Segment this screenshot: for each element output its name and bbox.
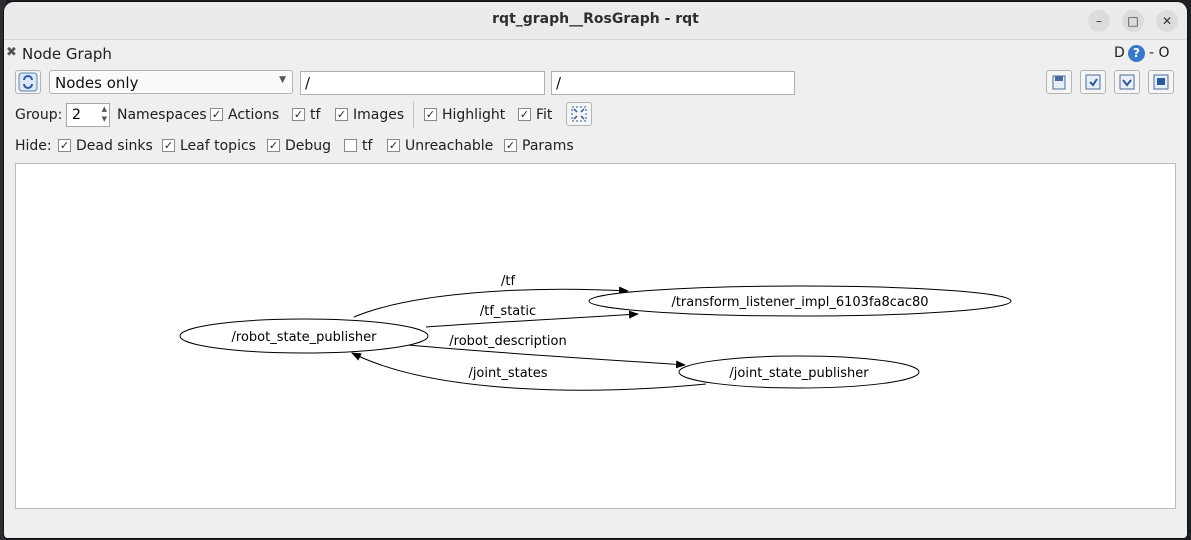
tf-checkbox[interactable]: ✓ <box>292 108 305 121</box>
edge-label-joint-states: /joint_states <box>468 366 547 381</box>
node-label-joint-state-publisher: /joint_state_publisher <box>729 366 869 381</box>
plugin-menu-buttons[interactable]: - O <box>1149 45 1170 61</box>
node-filter-value: / <box>305 74 311 92</box>
close-button[interactable]: ✕ <box>1156 10 1178 32</box>
unreachable-label: Unreachable <box>405 138 494 154</box>
images-label: Images <box>353 107 405 123</box>
node-robot-state-publisher[interactable] <box>179 318 429 354</box>
highlight-label: Highlight <box>442 107 506 123</box>
node-graph-panel: ✖ Node Graph D ? - O Nodes only ▼ / / <box>4 40 1187 538</box>
tf-label: tf <box>310 107 321 123</box>
params-label: Params <box>522 138 574 154</box>
fit-in-view-button[interactable] <box>566 102 592 126</box>
edge-tf-static[interactable] <box>425 310 639 328</box>
ros-graph: /tf /tf_static /robot_description /joint… <box>179 274 1012 391</box>
params-checkbox[interactable]: ✓ <box>504 139 517 152</box>
leaf-topics-label: Leaf topics <box>180 138 256 154</box>
refresh-icon <box>18 72 38 92</box>
node-transform-listener[interactable] <box>588 285 1012 317</box>
dead-sinks-checkbox[interactable]: ✓ <box>58 139 71 152</box>
edge-joint-states[interactable] <box>351 352 707 391</box>
hide-label: Hide: <box>15 138 52 154</box>
edge-label-tf-static: /tf_static <box>480 304 536 319</box>
graph-canvas[interactable]: /tf /tf_static /robot_description /joint… <box>15 163 1176 509</box>
actions-checkbox[interactable]: ✓ <box>210 108 223 121</box>
images-checkbox[interactable]: ✓ <box>335 108 348 121</box>
chevron-down-icon: ▼ <box>279 75 286 85</box>
save-svg-button[interactable] <box>1114 70 1140 94</box>
spin-up-icon[interactable]: ▲ <box>101 105 107 113</box>
status-bar <box>4 512 1187 538</box>
hide-tf-label: tf <box>362 138 373 154</box>
options-separator <box>413 101 414 128</box>
plugin-title: Node Graph <box>22 45 112 63</box>
open-file-icon <box>1052 75 1066 90</box>
node-label-robot-state-publisher: /robot_state_publisher <box>232 330 378 345</box>
hide-tf-checkbox[interactable] <box>344 139 357 152</box>
fit-label: Fit <box>536 107 553 123</box>
maximize-button[interactable]: □ <box>1122 10 1144 32</box>
fit-in-view-icon <box>571 106 587 122</box>
minimize-button[interactable]: – <box>1088 10 1110 32</box>
group-value: 2 <box>72 107 81 123</box>
save-svg-icon <box>1119 74 1135 90</box>
edge-robot-description[interactable] <box>407 344 686 369</box>
debug-label: Debug <box>285 138 332 154</box>
rqt-window: rqt_graph__RosGraph - rqt – □ ✕ ✖ Node G… <box>4 2 1187 538</box>
namespaces-label: Namespaces <box>117 107 207 123</box>
desktop-background <box>0 0 6 540</box>
save-image-button[interactable] <box>1148 70 1174 94</box>
debug-checkbox[interactable]: ✓ <box>267 139 280 152</box>
refresh-button[interactable] <box>15 70 41 94</box>
save-image-icon <box>1153 74 1169 90</box>
topic-filter-value: / <box>556 74 562 92</box>
node-joint-state-publisher[interactable] <box>678 355 920 389</box>
save-dot-button[interactable] <box>1080 70 1106 94</box>
spin-down-icon[interactable]: ▼ <box>101 115 107 123</box>
window-title: rqt_graph__RosGraph - rqt <box>492 11 699 27</box>
edge-label-robot-description: /robot_description <box>449 334 566 349</box>
title-bar: rqt_graph__RosGraph - rqt – □ ✕ <box>4 2 1187 40</box>
leaf-topics-checkbox[interactable]: ✓ <box>162 139 175 152</box>
highlight-checkbox[interactable]: ✓ <box>424 108 437 121</box>
dock-button[interactable]: D <box>1114 45 1125 61</box>
display-mode-select[interactable]: Nodes only ▼ <box>49 70 293 94</box>
unreachable-checkbox[interactable]: ✓ <box>387 139 400 152</box>
tools-icon: ✖ <box>6 45 17 60</box>
load-dot-button[interactable] <box>1046 70 1072 94</box>
edge-tf[interactable] <box>353 286 629 318</box>
edge-label-tf: /tf <box>501 274 515 289</box>
group-label: Group: <box>15 107 63 123</box>
fit-checkbox[interactable]: ✓ <box>518 108 531 121</box>
node-filter-input[interactable]: / <box>300 71 545 95</box>
node-label-transform-listener: /transform_listener_impl_6103fa8cac80 <box>671 295 928 310</box>
group-spinbox[interactable]: 2 ▲ ▼ <box>66 103 110 127</box>
dead-sinks-label: Dead sinks <box>76 138 153 154</box>
actions-label: Actions <box>228 107 280 123</box>
help-icon[interactable]: ? <box>1128 45 1145 62</box>
topic-filter-input[interactable]: / <box>551 71 795 95</box>
display-mode-value: Nodes only <box>55 74 139 92</box>
save-dot-icon <box>1085 74 1101 90</box>
